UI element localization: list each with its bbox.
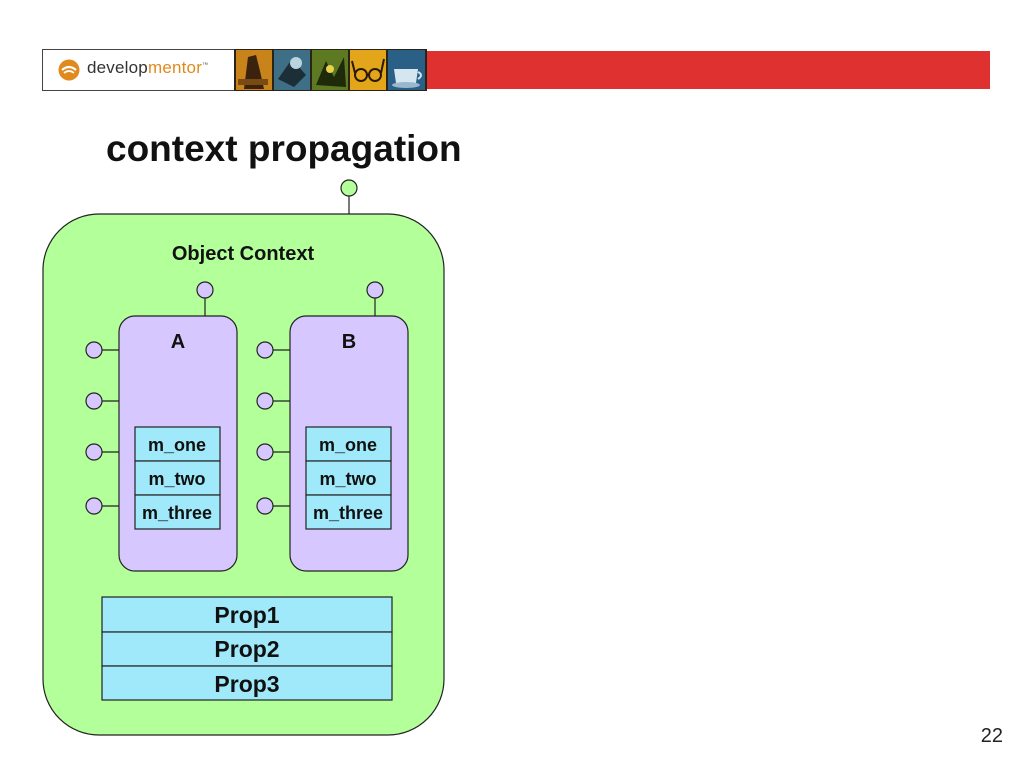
header-banner: developmentor™ [42,49,990,91]
object-a-interface-port-3 [85,443,103,461]
object-a-label: A [171,331,185,353]
object-a-method-m-one [134,426,221,462]
logo-text: developmentor™ [87,58,208,78]
object-b: B m_one m_two m_three [256,281,409,572]
banner-red-bar [427,51,990,89]
object-a-top-port [196,281,214,299]
property-prop2-label: Prop2 [214,636,279,662]
object-a-method-m-two [134,460,221,496]
logo-text-develop: develop [87,58,148,77]
object-a-interface-port-1 [85,341,103,359]
banner-image-1 [236,50,272,90]
object-b-method-m-one [305,426,392,462]
object-b-top-port [366,281,384,299]
object-b-interface-port-4 [256,497,274,515]
object-b-label: B [342,331,356,353]
object-a-method-m-one-label: m_one [148,435,206,455]
property-prop3-label: Prop3 [214,671,279,697]
object-b-method-m-three-label: m_three [313,503,383,523]
property-prop3 [101,665,393,701]
banner-image-3 [312,50,348,90]
object-a-method-m-three [134,494,221,530]
object-context-label: Object Context [172,243,315,265]
context-port [340,179,358,197]
object-b-method-m-two [305,460,392,496]
object-b-method-m-one-label: m_one [319,435,377,455]
object-b-interface-port-2 [256,392,274,410]
banner-image-2 [274,50,310,90]
property-prop2 [101,631,393,667]
logo-icon [58,59,80,81]
page-number: 22 [980,725,1003,747]
banner-photo-strip [234,49,427,91]
object-a: A m_one m_two m_three [85,281,238,572]
context-properties: Prop1 Prop2 Prop3 [101,596,393,701]
object-a-method-m-three-label: m_three [142,503,212,523]
developmentor-logo: developmentor™ [42,49,235,91]
property-prop1-label: Prop1 [214,602,279,628]
logo-trademark: ™ [202,62,209,69]
logo-text-mentor: mentor [147,58,203,77]
object-b-interface-port-1 [256,341,274,359]
object-a-method-m-two-label: m_two [148,469,205,489]
slide-title: context propagation [106,128,462,169]
banner-image-5 [388,50,425,90]
object-b-method-m-two-label: m_two [319,469,376,489]
object-b-method-m-three [305,494,392,530]
object-a-interface-port-2 [85,392,103,410]
object-b-interface-port-3 [256,443,274,461]
banner-image-4 [350,50,386,90]
object-a-interface-port-4 [85,497,103,515]
